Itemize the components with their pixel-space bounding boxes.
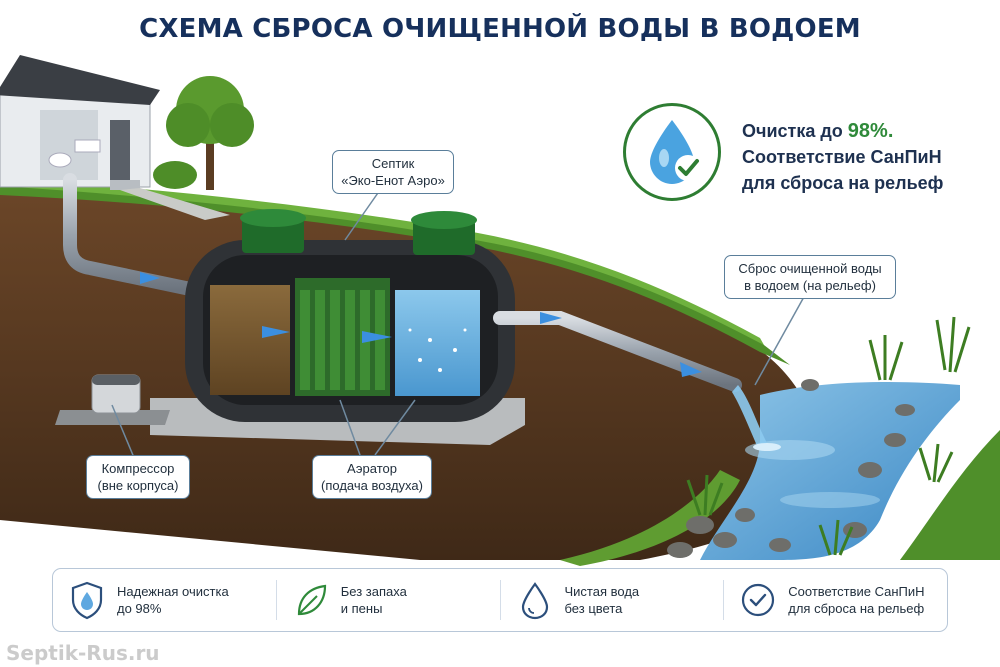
quality-percent: 98%. — [847, 120, 894, 142]
page-title: СХЕМА СБРОСА ОЧИЩЕННОЙ ВОДЫ В ВОДОЕМ — [139, 14, 861, 44]
feature-reliable-cleaning: Надежная очистка до 98% — [53, 580, 276, 620]
tree — [153, 76, 254, 190]
quality-line2: Соответствие СанПиН — [742, 147, 942, 167]
inlet-pipe — [63, 173, 202, 297]
drop-check-icon — [650, 120, 701, 184]
watermark: Septik-Rus.ru — [6, 641, 160, 665]
compressor-unit — [91, 374, 141, 414]
callout-aerator: Аэратор (подача воздуха) — [312, 455, 432, 499]
callout-septic: Септик «Эко-Енот Аэро» — [332, 150, 454, 194]
callout-septic-line2: «Эко-Енот Аэро» — [341, 173, 445, 188]
callout-compressor-line2: (вне корпуса) — [97, 478, 179, 493]
shield-drop-icon — [71, 581, 103, 620]
feature-text: Чистая вода без цвета — [564, 584, 640, 616]
water-quality-text: Очистка до 98%. Соответствие СанПиН для … — [742, 118, 972, 196]
river — [700, 382, 960, 560]
feature-text: Надежная очистка до 98% — [117, 584, 229, 616]
house — [0, 55, 160, 190]
check-circle-icon — [742, 583, 775, 617]
callout-aerator-line1: Аэратор — [346, 461, 398, 476]
reeds — [686, 316, 971, 556]
feature-divider — [499, 580, 501, 620]
septic-tank — [185, 209, 515, 422]
feature-text: Соответствие СанПиН для сброса на рельеф — [788, 584, 925, 616]
feature-sanpin: Соответствие СанПиН для сброса на рельеф — [724, 580, 947, 620]
callout-compressor: Компрессор (вне корпуса) — [86, 455, 190, 499]
feature-clear-water: Чистая вода без цвета — [501, 580, 724, 620]
feature-divider — [275, 580, 277, 620]
quality-line1-prefix: Очистка до — [742, 121, 848, 141]
feature-no-odor: Без запаха и пены — [277, 580, 500, 620]
callout-compressor-line1: Компрессор — [101, 461, 175, 476]
feature-divider — [723, 580, 725, 620]
callout-septic-line1: Септик — [371, 156, 415, 171]
callout-discharge-line2: в водоем (на рельеф) — [744, 278, 876, 293]
callout-discharge-line1: Сброс очищенной воды — [738, 261, 882, 276]
leaf-icon — [297, 584, 326, 616]
water-quality-badge — [623, 103, 721, 201]
water-stream — [732, 385, 768, 448]
callout-discharge: Сброс очищенной воды в водоем (на рельеф… — [724, 255, 896, 299]
callout-aerator-line2: (подача воздуха) — [321, 478, 423, 493]
water-drop-icon — [521, 582, 548, 620]
quality-line3: для сброса на рельеф — [742, 173, 944, 193]
river-stones — [667, 379, 915, 558]
features-bar: Надежная очистка до 98% Без запаха и пен… — [52, 568, 948, 632]
feature-text: Без запаха и пены — [340, 584, 407, 616]
